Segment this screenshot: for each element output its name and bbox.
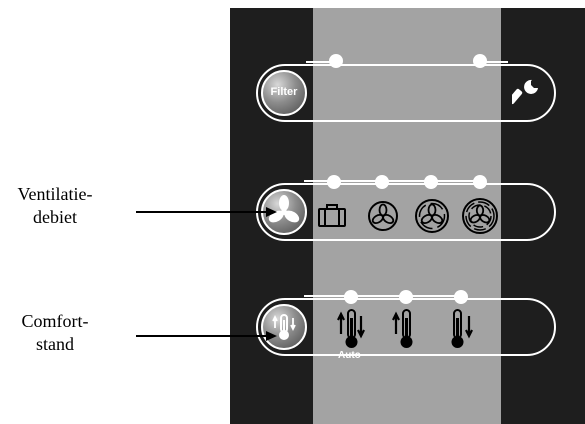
filter-service-row [256,64,556,122]
thermometer-cool-icon [451,309,473,348]
comfort-callout-label: Comfort- stand [0,310,110,356]
filter-button-label: Filter [270,86,298,98]
wrench-icon[interactable] [512,78,540,108]
ventilation-arrowhead [266,207,277,217]
ventilation-callout-arrow [136,211,268,213]
ventilation-led-3 [424,175,438,189]
fan-speed-2-icon [415,199,449,233]
filter-led-connector [306,61,336,63]
away-icon [318,204,346,227]
auto-label: Auto [338,350,361,361]
thermometer-heat-icon [392,309,413,348]
comfort-led-2 [399,290,413,304]
ventilation-callout-label: Ventilatie- debiet [0,183,110,229]
comfort-button[interactable] [261,304,307,350]
filter-button[interactable]: Filter [261,70,307,116]
ventilation-callout-line2: debiet [33,207,77,227]
comfort-callout-arrow [136,335,268,337]
comfort-led-connector [304,295,464,297]
ventilation-led-2 [375,175,389,189]
ventilation-led-1 [327,175,341,189]
comfort-callout-line1: Comfort- [21,311,89,331]
comfort-callout-line2: stand [36,334,74,354]
filter-indicator-led [329,54,343,68]
comfort-arrowhead [266,331,277,341]
fan-speed-3-icon [462,198,498,234]
comfort-led-3 [454,290,468,304]
comfort-led-1 [344,290,358,304]
ventilation-led-4 [473,175,487,189]
ventilation-led-connector [304,180,484,182]
ventilation-callout-line1: Ventilatie- [17,184,93,204]
thermometer-auto-icon [337,309,365,348]
thermometer-icon [272,314,296,340]
fan-speed-1-icon [368,201,398,231]
service-led-connector [478,61,508,63]
service-indicator-led [473,54,487,68]
